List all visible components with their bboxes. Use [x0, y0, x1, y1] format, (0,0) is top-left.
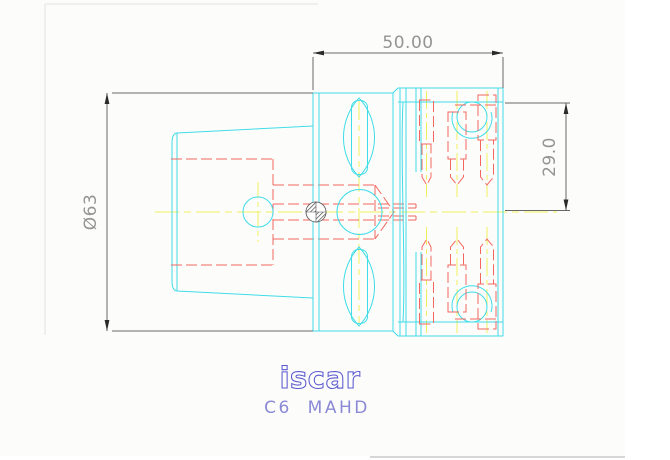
title-block: iscar C6 MAHD: [264, 360, 370, 418]
tool-head: [398, 87, 504, 337]
dimension-overall-width: 50.00: [312, 33, 504, 90]
sheet-frame: [44, 3, 625, 458]
dimension-flange-diameter: Ø63: [81, 92, 313, 332]
model-label: C6 MAHD: [264, 398, 370, 418]
centerlines: [155, 91, 557, 333]
shank-hidden-profile: [171, 158, 417, 266]
dimension-head-half-height: 29.0: [505, 102, 570, 211]
dimension-label-63: Ø63: [81, 194, 101, 231]
head-screws-hidden: [419, 94, 498, 330]
center-mark-symbol: [305, 201, 327, 223]
iscar-logo: iscar: [280, 361, 361, 395]
dimension-label-50: 50.00: [382, 33, 433, 53]
dimension-label-29: 29.0: [540, 137, 560, 177]
